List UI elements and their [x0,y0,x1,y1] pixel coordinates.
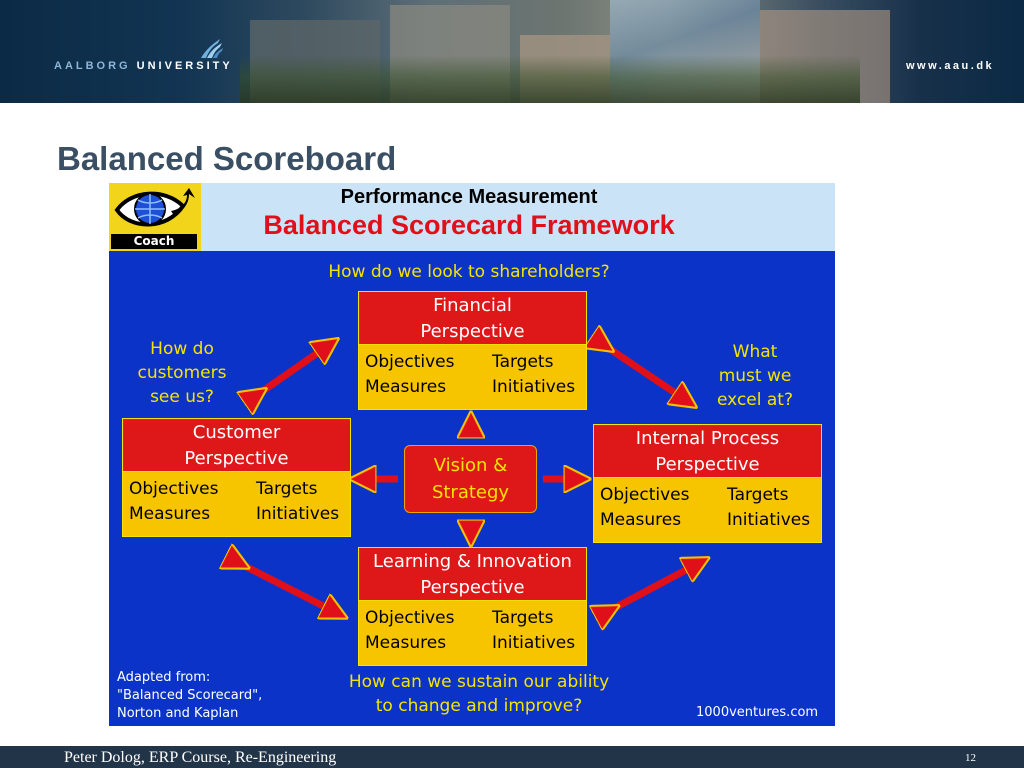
cell-measures: Measures [365,377,447,397]
footer-text: Peter Dolog, ERP Course, Re-Engineering [64,749,337,766]
cell-initiatives: Initiatives [727,510,811,530]
cell-initiatives: Initiatives [492,377,576,397]
arrow-financial-internal [604,345,687,401]
cell-objectives: Objectives [365,608,455,628]
arrow-internal-learning [609,563,699,611]
cell-measures: Measures [129,504,211,524]
box-body: Objectives Targets Measures Initiatives [358,344,587,410]
university-logo-icon [201,39,223,58]
university-url: www.aau.dk [906,60,995,72]
page-number: 12 [965,752,976,764]
cell-initiatives: Initiatives [256,504,340,524]
cell-targets: Targets [256,479,318,499]
slide-title: Balanced Scoreboard [57,140,397,177]
cell-measures: Measures [365,633,447,653]
connector-arrows [109,183,835,726]
cell-initiatives: Initiatives [492,633,576,653]
cell-objectives: Objectives [600,485,690,505]
university-name: AALBORG UNIVERSITY [54,60,233,72]
campus-trees [240,55,860,103]
cell-targets: Targets [492,608,554,628]
diagram-subtitle: Balanced Scorecard Framework [263,210,675,240]
header-banner: AALBORG UNIVERSITY www.aau.dk [0,0,1024,103]
cell-objectives: Objectives [129,479,219,499]
cell-objectives: Objectives [365,352,455,372]
box-body: Objectives Targets Measures Initiatives [122,471,351,537]
diagram-header: Coach Performance Measurement Balanced S… [109,183,835,251]
arrow-customer-learning [239,563,337,613]
question-shareholders: How do we look to shareholders? [328,262,610,282]
cell-targets: Targets [727,485,789,505]
balanced-scorecard-diagram: Coach Performance Measurement Balanced S… [109,183,835,726]
diagram-title: Performance Measurement [340,186,598,208]
eye-globe-icon [114,188,195,227]
cell-measures: Measures [600,510,682,530]
source-note: Adapted from:"Balanced Scorecard",Norton… [117,670,263,721]
arrow-customer-financial [257,345,329,395]
coach-logo: Coach [109,183,201,251]
vision-strategy-node: Vision &Strategy [404,445,537,513]
coach-label: Coach [111,234,197,249]
cell-targets: Targets [492,352,554,372]
box-body: Objectives Targets Measures Initiatives [358,600,587,666]
credit-text: 1000ventures.com [696,705,819,720]
box-body: Objectives Targets Measures Initiatives [593,477,822,543]
footer-bar: Peter Dolog, ERP Course, Re-Engineering … [0,746,1024,768]
